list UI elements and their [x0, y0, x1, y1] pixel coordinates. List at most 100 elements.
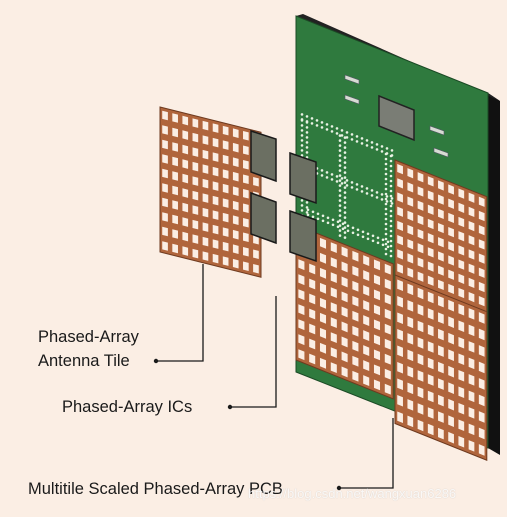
antenna-element: [458, 188, 465, 199]
antenna-element: [407, 382, 414, 395]
via-dot: [338, 164, 342, 167]
antenna-element: [172, 127, 178, 138]
antenna-element: [407, 399, 414, 411]
via-dot: [300, 113, 304, 116]
antenna-element: [427, 247, 434, 258]
antenna-element: [192, 190, 199, 201]
antenna-element: [172, 113, 178, 123]
via-dot: [300, 209, 304, 212]
antenna-element: [330, 287, 337, 299]
via-dot: [389, 214, 393, 218]
via-dot: [331, 218, 335, 222]
antenna-element: [407, 333, 414, 345]
antenna-element: [298, 349, 305, 361]
via-dot: [384, 172, 388, 176]
antenna-element: [448, 398, 454, 411]
antenna-element: [330, 242, 337, 254]
via-dot: [385, 195, 389, 198]
via-dot: [384, 227, 388, 231]
antenna-element: [417, 186, 424, 197]
antenna-element: [182, 144, 189, 155]
antenna-element: [448, 198, 454, 209]
antenna-element: [478, 361, 485, 374]
antenna-element: [192, 176, 199, 186]
via-dot: [389, 254, 393, 258]
antenna-element: [397, 329, 403, 341]
via-dot: [300, 129, 304, 132]
via-dot: [384, 177, 388, 181]
antenna-element: [373, 304, 381, 316]
smd-component: [344, 94, 360, 105]
antenna-element: [172, 243, 178, 254]
antenna-element: [309, 338, 316, 350]
antenna-element: [330, 332, 337, 344]
antenna-element: [172, 142, 178, 152]
antenna-element: [363, 375, 370, 386]
antenna-element: [298, 289, 305, 301]
via-dot: [311, 215, 315, 219]
via-dot: [343, 196, 347, 199]
antenna-element: [373, 274, 381, 286]
antenna-element: [384, 383, 391, 395]
via-dot: [321, 219, 325, 223]
antenna-element: [363, 330, 370, 341]
antenna-element: [438, 361, 444, 374]
antenna-element: [438, 427, 444, 440]
antenna-element: [352, 250, 359, 262]
antenna-element: [309, 278, 316, 290]
via-dot: [350, 133, 354, 136]
antenna-element: [478, 312, 485, 324]
antenna-element: [438, 378, 444, 390]
antenna-element: [162, 154, 168, 164]
antenna-element: [468, 235, 475, 246]
antenna-element: [341, 261, 348, 273]
antenna-element: [341, 291, 348, 303]
via-dot: [343, 166, 347, 169]
antenna-element: [397, 411, 403, 424]
antenna-element: [448, 415, 454, 427]
antenna-element: [192, 248, 199, 259]
via-dot: [343, 151, 347, 154]
via-dot: [305, 136, 309, 139]
watermark-url: https://blog.csdn.net/wangxuan6286: [248, 486, 457, 501]
antenna-element: [397, 312, 403, 325]
antenna-element: [468, 192, 475, 203]
antenna-element: [341, 246, 348, 258]
antenna-element: [232, 200, 239, 211]
via-dot: [343, 176, 347, 179]
via-dot: [336, 225, 340, 229]
via-dot: [384, 237, 388, 241]
pcb-large-ic: [378, 94, 415, 142]
via-dot: [384, 167, 388, 171]
via-dot: [375, 143, 379, 146]
smd-component: [344, 74, 360, 85]
antenna-element: [468, 263, 475, 274]
via-dot: [338, 189, 342, 192]
via-dot: [376, 241, 380, 245]
antenna-element: [458, 403, 465, 415]
antenna-element: [202, 149, 209, 160]
antenna-element: [427, 357, 434, 370]
antenna-element: [319, 237, 327, 249]
antenna-element: [438, 328, 444, 341]
antenna-element: [397, 192, 403, 203]
antenna-element: [243, 246, 249, 257]
antenna-element: [478, 196, 485, 207]
antenna-element: [309, 263, 316, 275]
antenna-element: [222, 198, 229, 208]
via-dot: [335, 132, 339, 135]
via-dot: [389, 154, 393, 158]
via-dot: [338, 139, 342, 142]
antenna-element: [182, 246, 189, 256]
antenna-element: [448, 349, 454, 361]
antenna-element: [172, 171, 178, 181]
antenna-element: [232, 186, 239, 196]
antenna-element: [341, 366, 348, 378]
antenna-element: [352, 310, 359, 322]
antenna-element: [417, 304, 424, 316]
antenna-element: [341, 276, 348, 288]
via-dot: [300, 204, 304, 207]
antenna-element: [448, 184, 454, 195]
antenna-element: [438, 312, 444, 324]
via-dot: [381, 243, 385, 247]
